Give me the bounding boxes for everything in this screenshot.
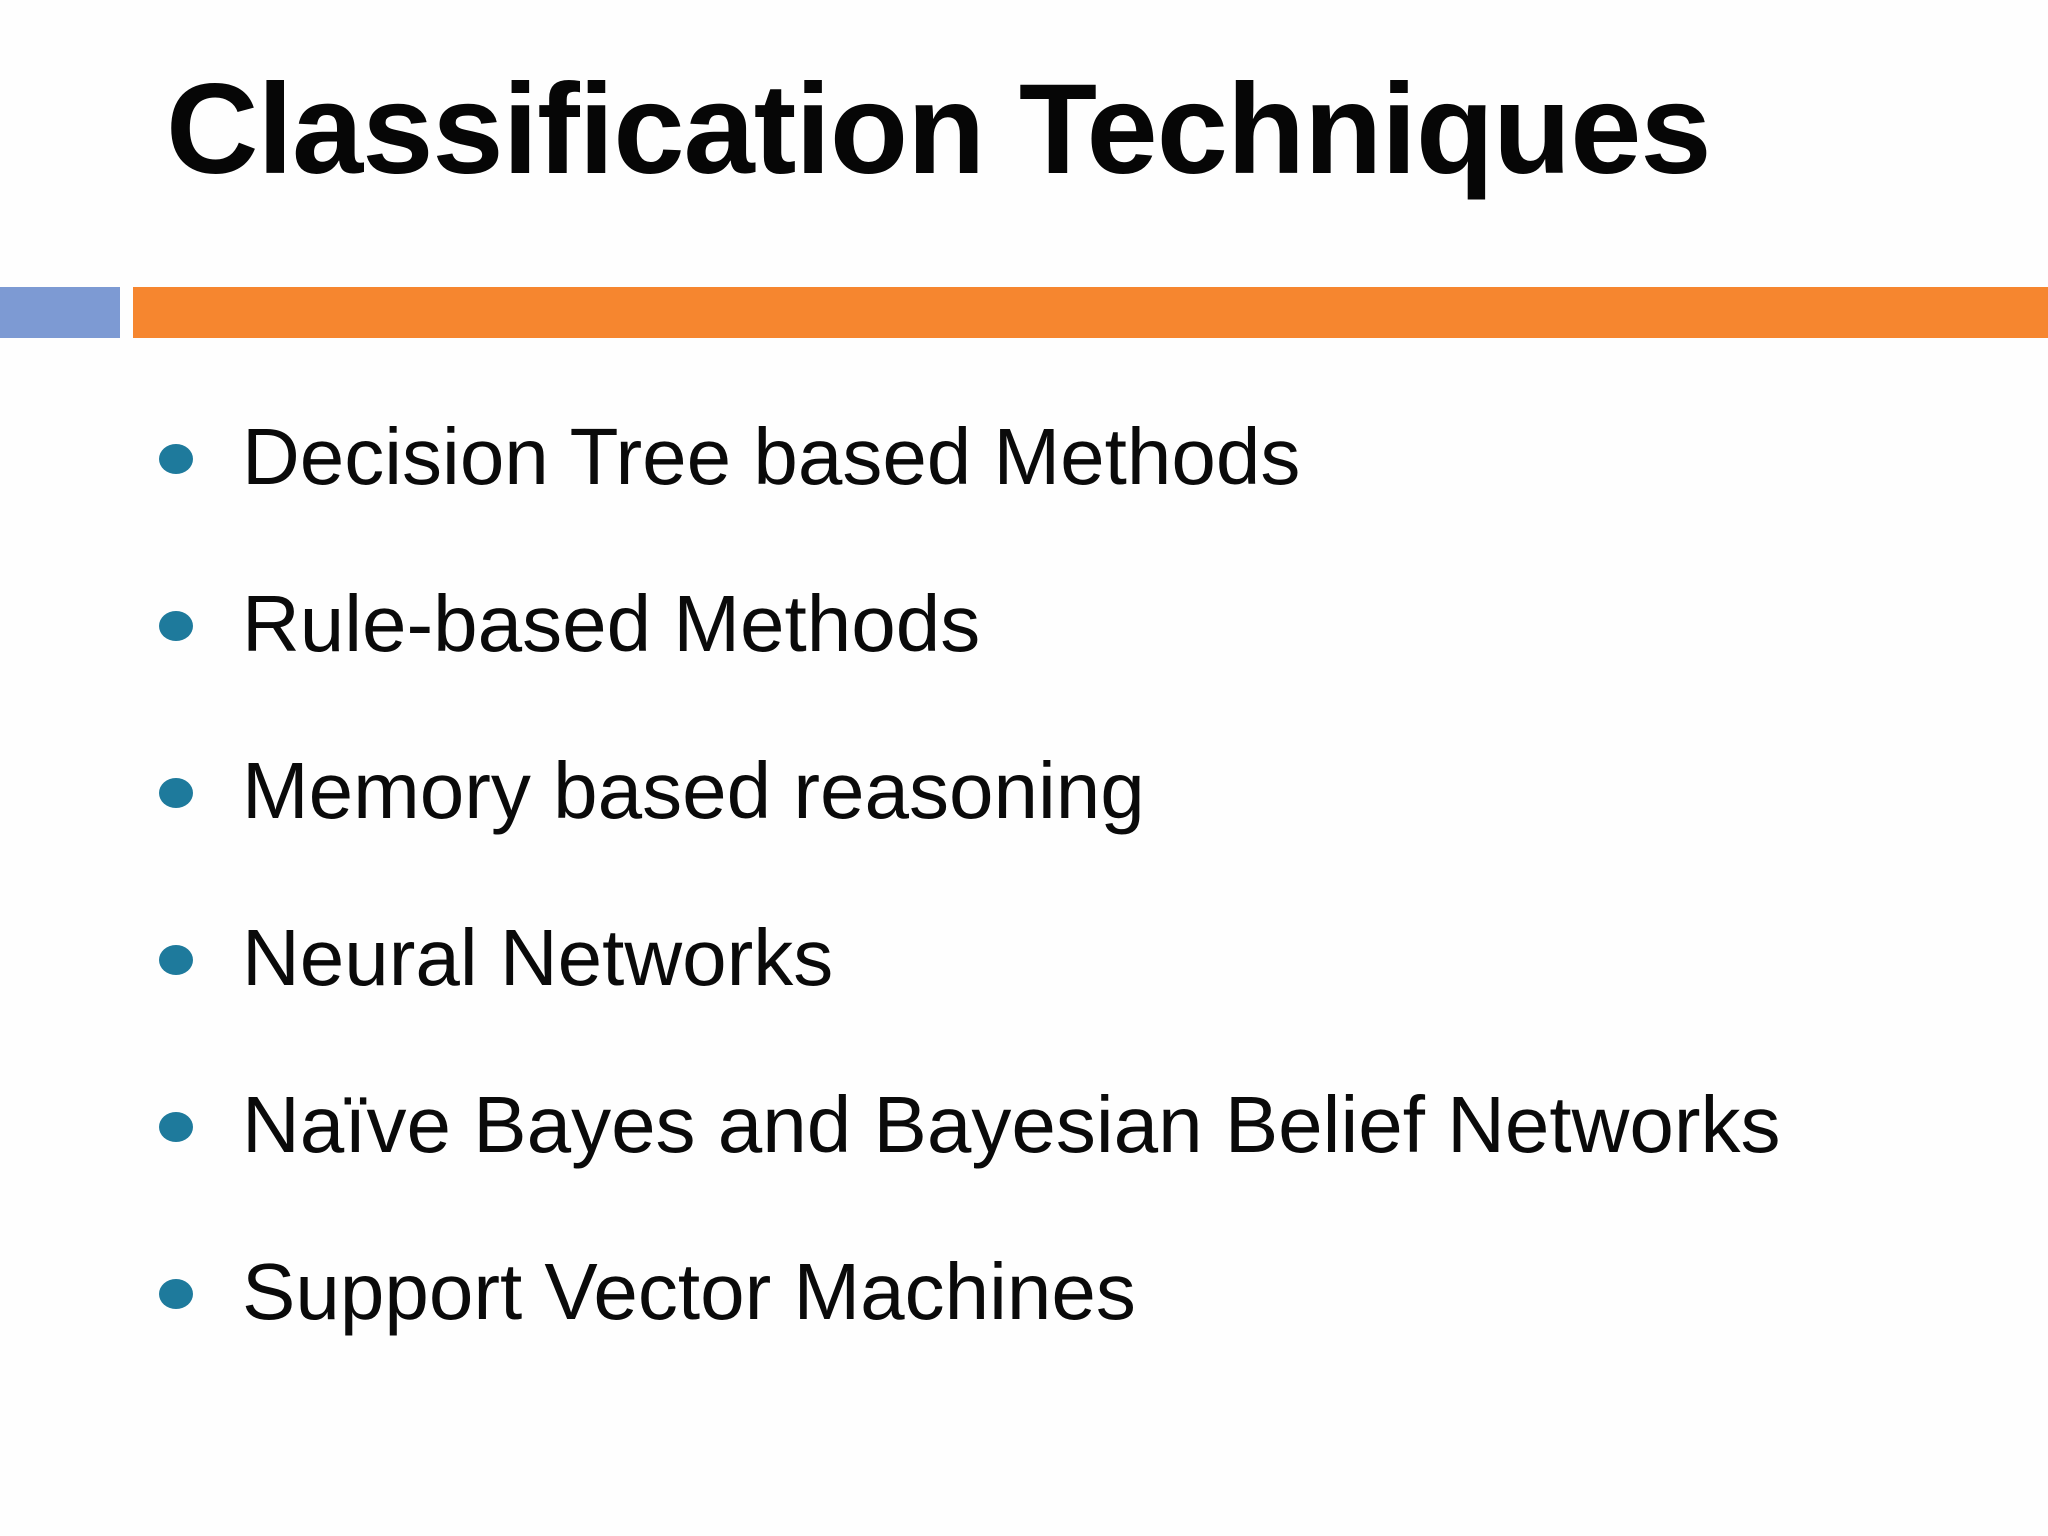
bullet-text: Neural Networks [242, 912, 834, 1002]
list-item: Memory based reasoning [0, 707, 2048, 874]
divider-orange-bar [133, 287, 2048, 338]
bullet-dot-icon [159, 1111, 193, 1142]
bullet-text: Support Vector Machines [242, 1246, 1136, 1336]
bullet-text: Rule-based Methods [242, 578, 981, 668]
bullet-list: Decision Tree based Methods Rule-based M… [0, 373, 2048, 1375]
bullet-dot-icon [159, 443, 193, 474]
list-item: Naïve Bayes and Bayesian Belief Networks [0, 1041, 2048, 1208]
bullet-text: Naïve Bayes and Bayesian Belief Networks [242, 1079, 1781, 1169]
bullet-dot-icon [159, 944, 193, 975]
list-item: Support Vector Machines [0, 1208, 2048, 1375]
list-item: Neural Networks [0, 874, 2048, 1041]
bullet-text: Memory based reasoning [242, 745, 1145, 835]
title-divider [0, 287, 2048, 338]
bullet-text: Decision Tree based Methods [242, 411, 1301, 501]
bullet-dot-icon [159, 1278, 193, 1309]
list-item: Rule-based Methods [0, 540, 2048, 707]
list-item: Decision Tree based Methods [0, 373, 2048, 540]
divider-blue-block [0, 287, 120, 338]
slide-title: Classification Techniques [166, 58, 1712, 201]
bullet-dot-icon [159, 777, 193, 808]
bullet-dot-icon [159, 610, 193, 641]
